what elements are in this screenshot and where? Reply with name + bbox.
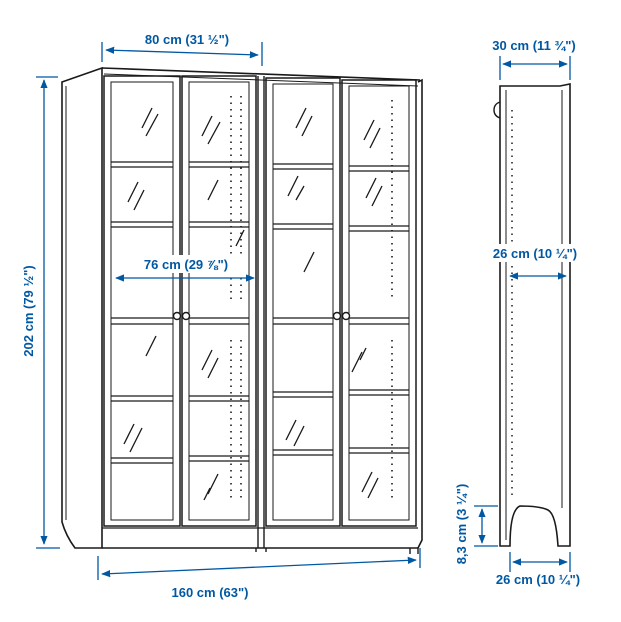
left-side-panel [61,66,103,549]
door-4 [341,79,417,527]
label-side-depth-inner: 26 cm (10 ¼") [493,246,577,261]
label-front-width-single: 80 cm (31 ½") [145,32,229,47]
feet [255,548,419,554]
dim-80-arrow [105,46,259,59]
dimension-labels: 80 cm (31 ½") 76 cm (29 ⅞") 160 cm (63")… [21,30,592,600]
label-side-depth-bottom: 26 cm (10 ¼") [496,572,580,587]
label-side-depth-top: 30 cm (11 ¾") [492,38,576,53]
top-edge [101,67,421,81]
shelves [111,161,409,464]
side-view-bookcase [493,83,571,547]
label-height-total: 202 cm (79 ½") [21,265,36,356]
dim-160-arrow [101,556,417,578]
right-side-panel [417,78,423,549]
door-3 [265,77,341,527]
label-plinth-height: 8,3 cm (3 ¼") [454,484,469,565]
door-hinge-mark [493,101,501,119]
label-inner-width: 76 cm (29 ⅞") [144,257,228,272]
glass-reflections [123,107,383,501]
side-panel-outline [499,83,571,547]
front-view-bookcase [61,66,423,554]
shelf-pin-holes [230,96,393,500]
dimension-lines [36,42,571,580]
door-knobs [172,311,351,321]
door-mid-rails [111,317,409,325]
door-2 [181,75,257,527]
door-1 [103,75,181,527]
label-front-width-total: 160 cm (63") [172,585,249,600]
